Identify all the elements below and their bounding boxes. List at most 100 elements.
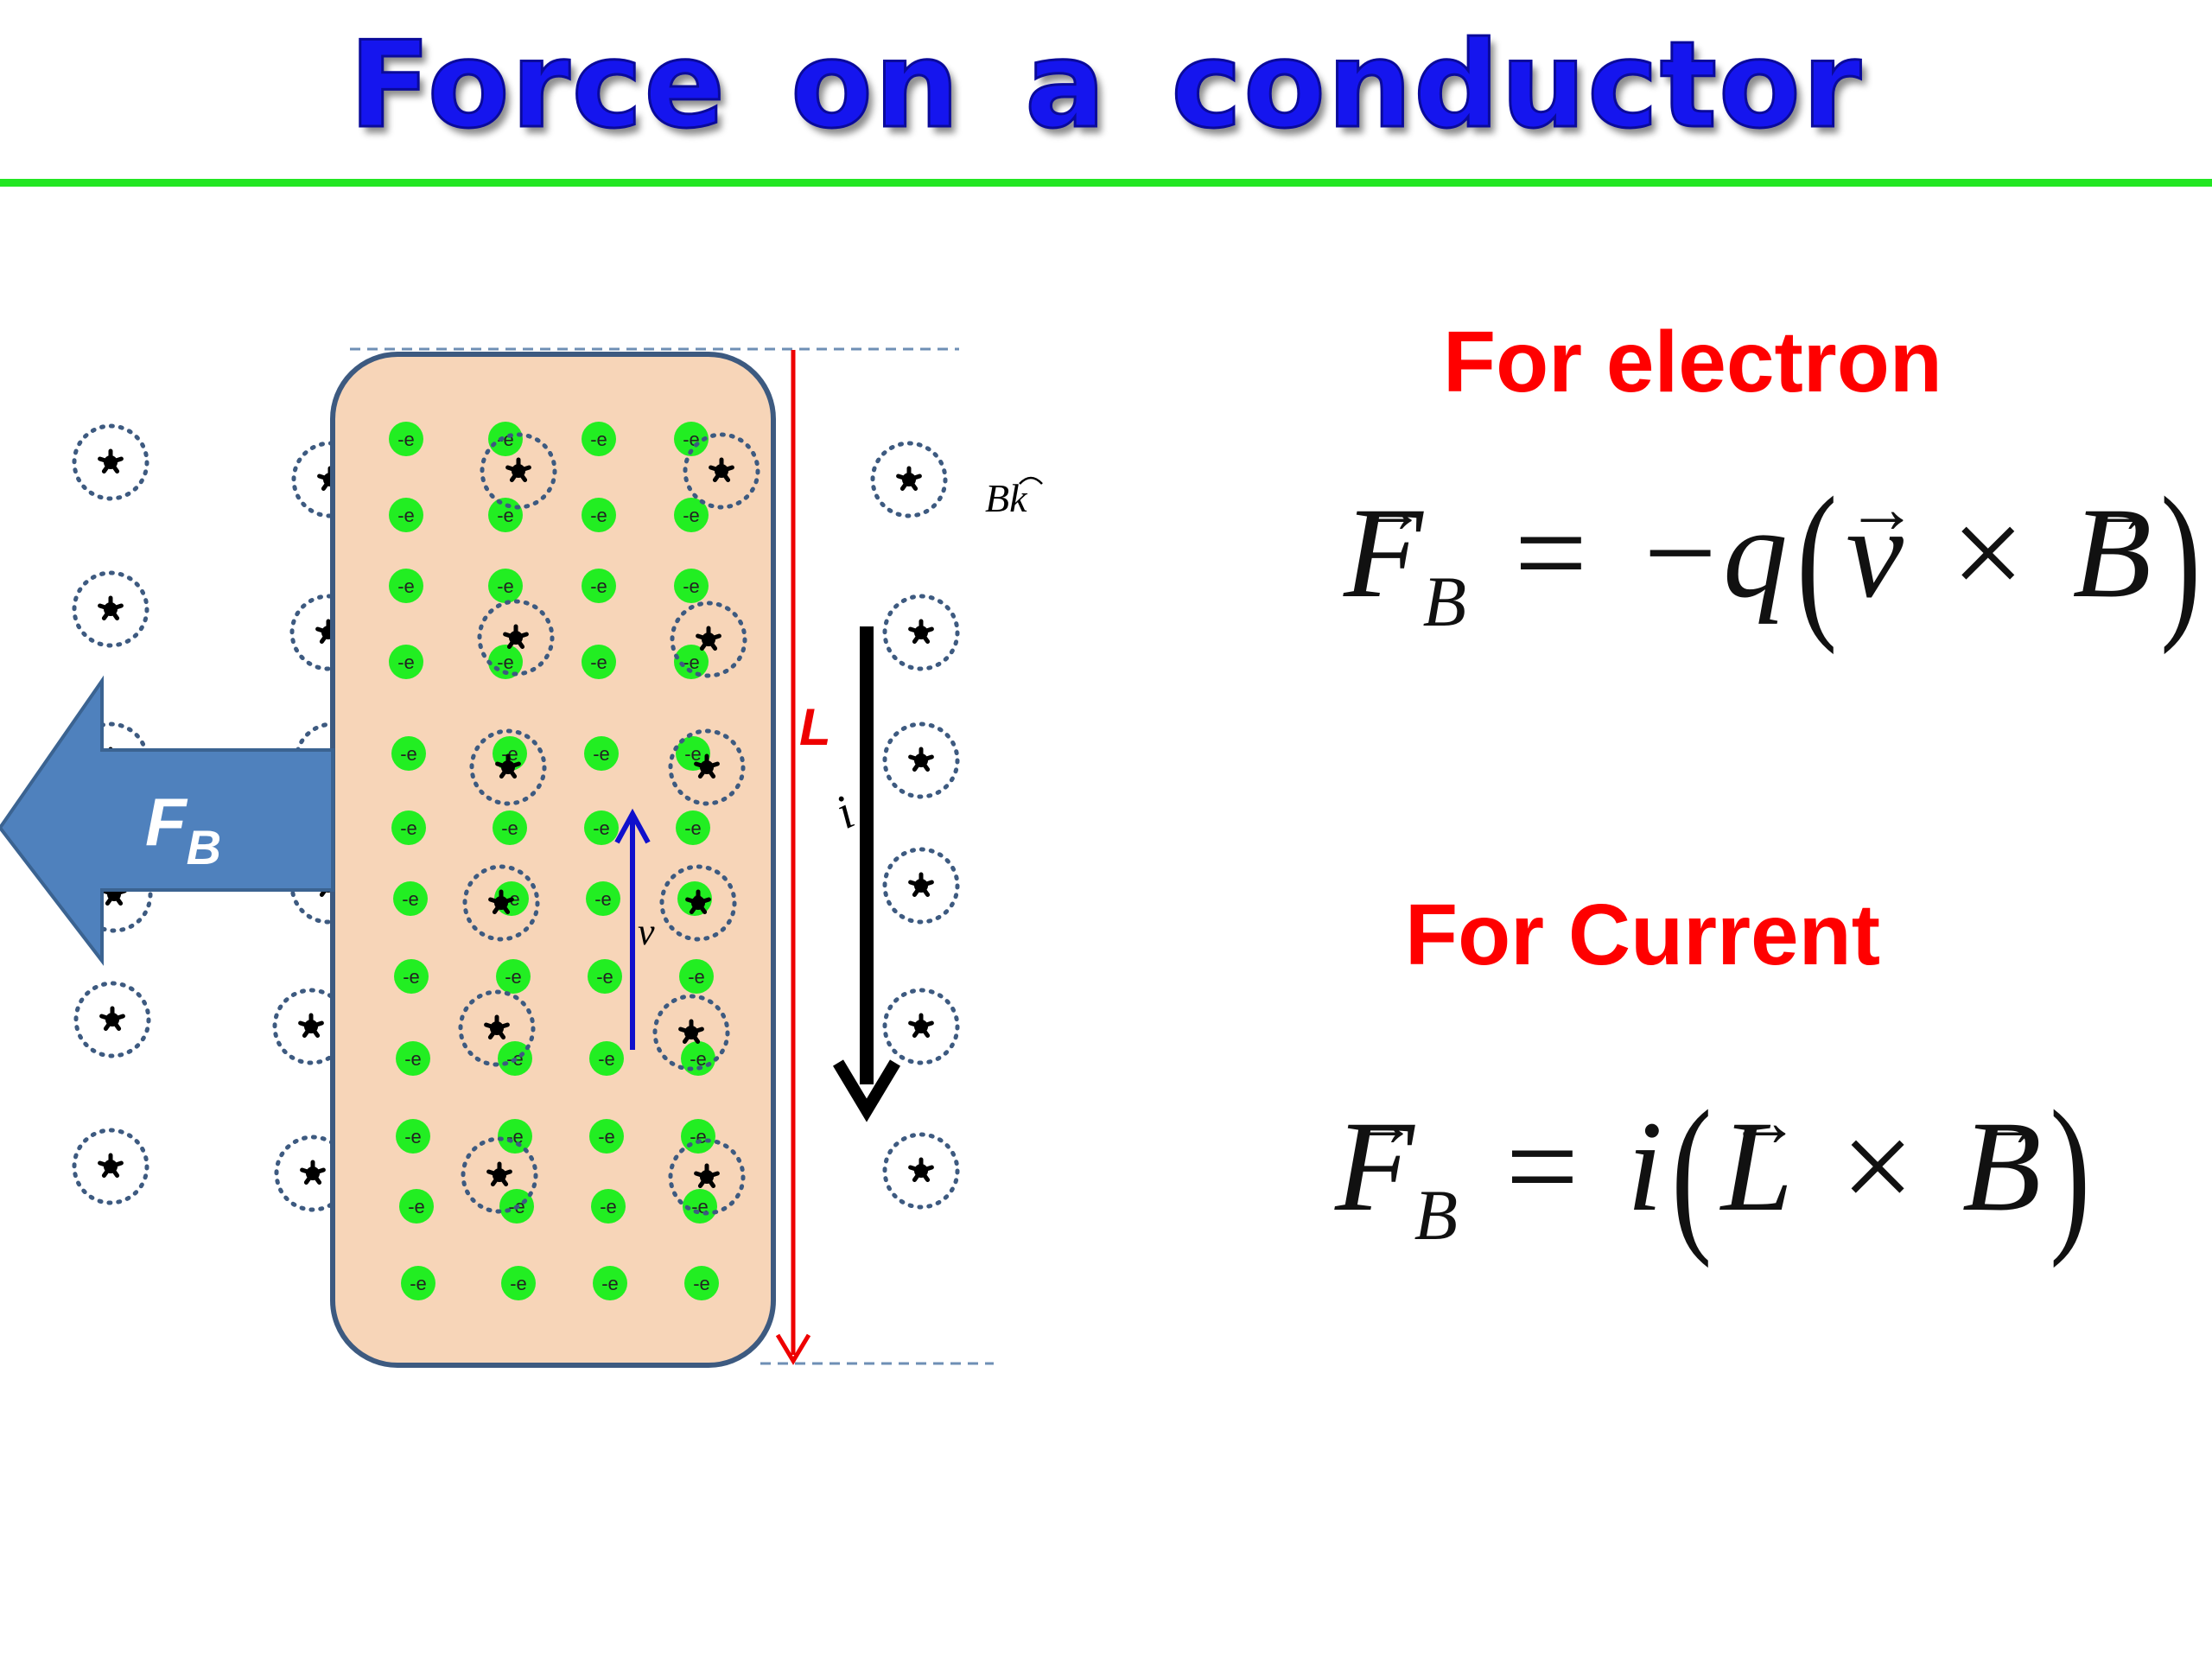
electron: -e: [394, 959, 429, 994]
electron: -e: [681, 1119, 715, 1154]
title-divider: [0, 179, 2212, 187]
dotted-circle-out-of-page-icon: [652, 994, 730, 1071]
electron: -e: [591, 1189, 626, 1224]
electron-label: -e: [594, 888, 612, 910]
dotted-circle-out-of-page-icon: [683, 432, 760, 510]
left-paren: (: [1796, 461, 1838, 655]
force-subscript: B: [1414, 1175, 1459, 1255]
electron: -e: [674, 569, 709, 603]
velocity-vector-symbol: v: [1846, 488, 1904, 618]
electron: -e: [676, 736, 710, 771]
electron-label: -e: [683, 429, 700, 450]
electron: -e: [389, 422, 423, 456]
current-heading: For Current: [1405, 887, 1880, 983]
electron-label: -e: [501, 817, 518, 839]
electron: -e: [396, 1041, 430, 1076]
electron-force-equation: FB = −q(v × B): [1344, 471, 2210, 646]
electron-heading: For electron: [1443, 314, 1942, 410]
electron: -e: [391, 810, 426, 845]
electron-label: -e: [600, 1196, 617, 1217]
electron-label: -e: [590, 652, 607, 673]
dotted-circle-out-of-page-icon: [882, 1132, 960, 1210]
electron-label: -e: [590, 505, 607, 526]
electron-label: -e: [410, 1273, 427, 1294]
field-label: Bk: [985, 476, 1028, 520]
current-symbol: i: [1626, 1094, 1663, 1238]
dotted-circle-out-of-page-icon: [670, 601, 747, 678]
electron-group: -e -e -e -e -e -e -e -e -e -e -e -e -e -e -e -e -e -e -e -e…: [389, 422, 719, 1300]
electron: -e: [399, 1189, 434, 1224]
field-vector-symbol: B: [1962, 1102, 2042, 1231]
current-arrow: [832, 626, 901, 1122]
dotted-circle-out-of-page-icon: [72, 1128, 149, 1205]
electron-label: -e: [590, 429, 607, 450]
electron-label: -e: [601, 1273, 619, 1294]
dotted-circle-out-of-page-icon: [882, 721, 960, 799]
electron: -e: [488, 422, 523, 456]
electron-label: -e: [505, 966, 522, 988]
current-label: i: [828, 785, 862, 840]
dotted-circle-out-of-page-icon: [659, 864, 737, 942]
electron-label: -e: [684, 817, 702, 839]
electron: -e: [589, 1041, 624, 1076]
electron: -e: [582, 422, 616, 456]
dotted-circle-out-of-page-icon: [461, 1136, 538, 1214]
electron: -e: [679, 959, 714, 994]
electron: -e: [674, 645, 709, 679]
electron: -e: [498, 1119, 532, 1154]
electron: -e: [391, 736, 426, 771]
electron: -e: [593, 1266, 627, 1300]
electron-label: -e: [688, 966, 705, 988]
electron: -e: [501, 1266, 536, 1300]
cross-sign: ×: [1951, 480, 2025, 625]
electron-label: -e: [510, 1273, 527, 1294]
electron-label: -e: [598, 1048, 615, 1070]
electron-label: -e: [404, 1048, 422, 1070]
electron: -e: [496, 959, 531, 994]
electron-label: -e: [404, 1126, 422, 1147]
dotted-circle-out-of-page-icon: [477, 599, 555, 677]
electron-label: -e: [497, 575, 514, 597]
electron-label: -e: [501, 743, 518, 765]
electron: -e: [488, 498, 523, 532]
electron-label: -e: [397, 575, 415, 597]
electron: -e: [684, 1266, 719, 1300]
electron-label: -e: [683, 575, 700, 597]
electron-label: -e: [397, 652, 415, 673]
right-paren: ): [2160, 461, 2202, 655]
dotted-circle-out-of-page-icon: [668, 1138, 746, 1216]
dotted-circle-out-of-page-icon: [72, 423, 149, 501]
electron-label: -e: [693, 1273, 710, 1294]
electron-label: -e: [598, 1126, 615, 1147]
electron: -e: [488, 569, 523, 603]
equals-sign: =: [1514, 480, 1588, 625]
electron-label: -e: [590, 575, 607, 597]
force-vector-symbol: F: [1344, 488, 1423, 618]
electron: -e: [389, 498, 423, 532]
velocity-label: v: [638, 911, 655, 953]
electron-label: -e: [403, 966, 420, 988]
electron: -e: [493, 810, 527, 845]
electron-label: -e: [402, 888, 419, 910]
inner-field-group: [458, 432, 760, 1216]
length-arrow: [775, 350, 811, 1365]
electron: -e: [681, 1041, 715, 1076]
electron-label: -e: [593, 817, 610, 839]
electron-label: -e: [684, 743, 702, 765]
electron-label: -e: [397, 429, 415, 450]
electron-label: -e: [400, 743, 417, 765]
dotted-circle-out-of-page-icon: [882, 594, 960, 671]
electron: -e: [389, 645, 423, 679]
dotted-circle-out-of-page-icon: [73, 981, 151, 1058]
dotted-circle-out-of-page-icon: [469, 728, 547, 806]
electron-label: -e: [408, 1196, 425, 1217]
force-label: FB: [145, 784, 221, 874]
field-vector-symbol: B: [2073, 488, 2152, 618]
right-paren: ): [2050, 1075, 2091, 1268]
electron-label: -e: [400, 817, 417, 839]
electron: -e: [584, 810, 619, 845]
electron: -e: [586, 881, 620, 916]
electron: -e: [582, 569, 616, 603]
dotted-circle-out-of-page-icon: [870, 441, 948, 518]
